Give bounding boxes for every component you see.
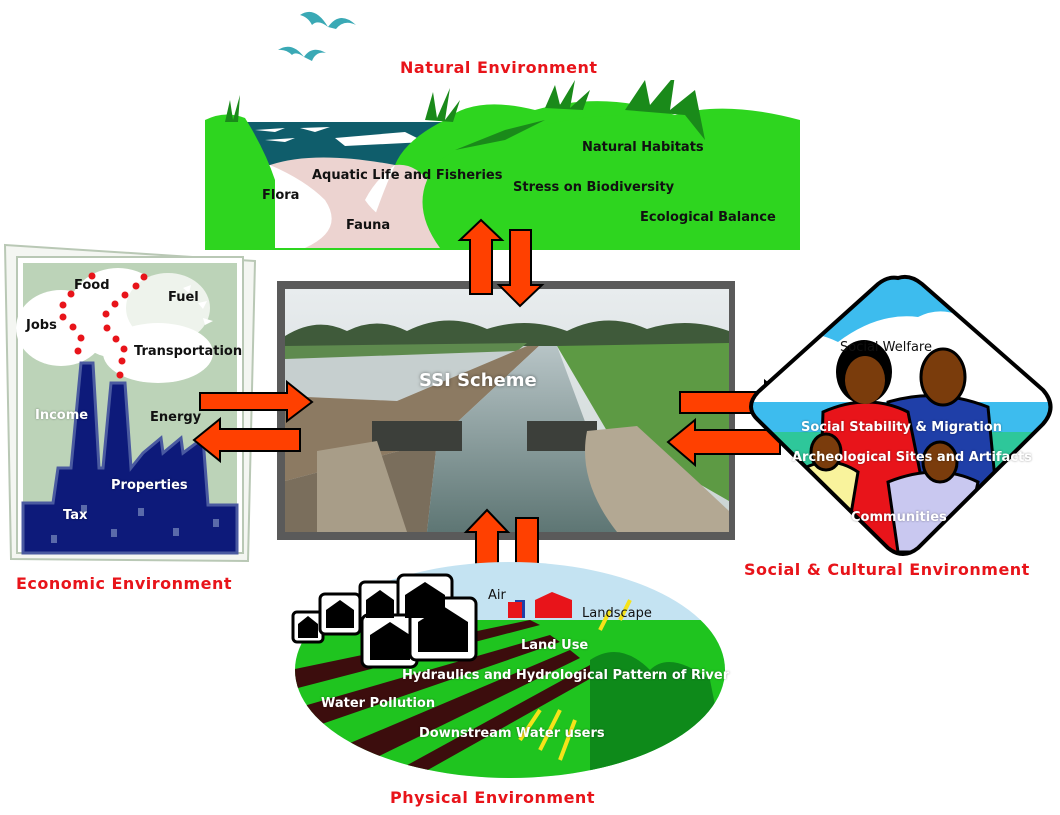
birds-icon (278, 11, 356, 61)
farmland-illustration (291, 562, 725, 778)
economic-item-properties: Properties (111, 478, 188, 493)
family-illustration (749, 274, 1053, 556)
economic-environment-title: Economic Environment (16, 574, 233, 593)
arrow-right-economic (199, 379, 314, 424)
social-item-stability-migration: Social Stability & Migration (801, 420, 1003, 435)
natural-item-ecological-balance: Ecological Balance (640, 210, 776, 225)
physical-item-landscape: Landscape (582, 606, 652, 621)
economic-item-energy: Energy (150, 410, 202, 425)
social-environment-title: Social & Cultural Environment (744, 560, 1030, 579)
canal-photo (277, 281, 735, 540)
social-item-communities: Communities (851, 510, 947, 525)
ssi-scheme-label: SSI Scheme (419, 370, 537, 391)
natural-item-stress-biodiversity: Stress on Biodiversity (513, 180, 675, 195)
arrow-down-natural (496, 229, 545, 308)
economic-item-fuel: Fuel (168, 290, 199, 305)
physical-item-downstream-users: Downstream Water users (419, 726, 605, 741)
physical-environment-title: Physical Environment (390, 788, 595, 807)
physical-item-air: Air (488, 588, 506, 603)
social-item-social-welfare: Social Welfare (840, 340, 932, 355)
natural-item-natural-habitats: Natural Habitats (582, 140, 704, 155)
social-item-archeological-sites: Archeological Sites and Artifacts (792, 450, 1032, 465)
economic-item-jobs: Jobs (26, 318, 57, 333)
physical-item-water-pollution: Water Pollution (321, 696, 436, 711)
arrow-up-natural (457, 218, 505, 295)
economic-item-transportation: Transportation (134, 344, 243, 359)
arrow-left-social (666, 417, 781, 468)
arrow-left-economic (192, 416, 301, 464)
economic-item-income: Income (35, 408, 89, 423)
natural-item-flora: Flora (262, 188, 300, 203)
natural-landscape-illustration (205, 80, 800, 250)
factory-illustration (3, 243, 257, 563)
physical-item-land-use: Land Use (521, 638, 589, 653)
physical-item-hydraulics: Hydraulics and Hydrological Pattern of R… (402, 668, 730, 683)
natural-environment-title: Natural Environment (400, 58, 598, 77)
economic-item-food: Food (74, 278, 110, 293)
economic-item-tax: Tax (63, 508, 88, 523)
natural-item-aquatic-life: Aquatic Life and Fisheries (312, 168, 503, 183)
natural-item-fauna: Fauna (346, 218, 391, 233)
